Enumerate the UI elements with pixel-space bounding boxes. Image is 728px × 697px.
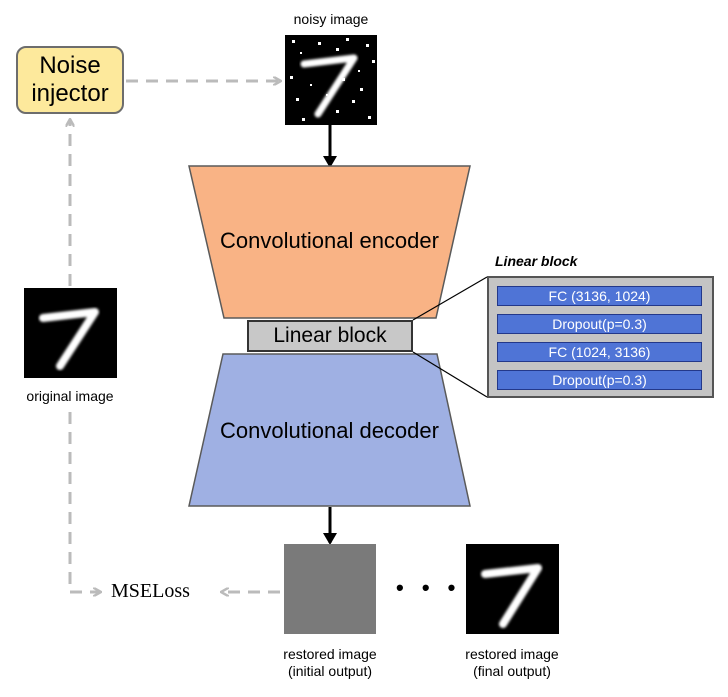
restored-initial-line1: restored image bbox=[283, 646, 377, 662]
restored-image-final bbox=[466, 544, 559, 634]
zoom-line-top bbox=[412, 276, 488, 321]
mseloss-label: MSELoss bbox=[111, 580, 190, 602]
layer-fc-2: FC (1024, 3136) bbox=[497, 342, 702, 362]
original-image-label: original image bbox=[26, 388, 114, 404]
layer-dropout-2: Dropout(p=0.3) bbox=[497, 370, 702, 390]
noisy-image-label: noisy image bbox=[293, 11, 369, 27]
ellipsis-dots: • • • bbox=[396, 575, 462, 600]
restored-final-label: restored image (final output) bbox=[448, 646, 576, 680]
noise-injector-label: Noise injector bbox=[31, 52, 109, 107]
restored-initial-label: restored image (initial output) bbox=[266, 646, 394, 680]
linear-block-detail-title: Linear block bbox=[495, 253, 578, 269]
restored-final-line1: restored image bbox=[465, 646, 559, 662]
noise-injector-box: Noise injector bbox=[16, 46, 124, 114]
zoom-line-bottom bbox=[412, 351, 488, 398]
encoder-label: Convolutional encoder bbox=[220, 228, 439, 253]
noisy-image bbox=[285, 35, 377, 125]
restored-initial-line2: (initial output) bbox=[287, 663, 373, 679]
arrow-original-to-mseloss bbox=[68, 412, 100, 592]
original-image bbox=[24, 288, 117, 378]
decoder-label: Convolutional decoder bbox=[220, 418, 439, 443]
restored-image-initial bbox=[284, 544, 376, 634]
linear-block-detail-panel: FC (3136, 1024) Dropout(p=0.3) FC (1024,… bbox=[487, 276, 714, 398]
linear-block-label: Linear block bbox=[273, 324, 387, 347]
linear-block: Linear block bbox=[247, 320, 413, 352]
decoder-shape bbox=[188, 353, 471, 507]
restored-final-line2: (final output) bbox=[473, 663, 551, 679]
layer-fc-1: FC (3136, 1024) bbox=[497, 286, 702, 306]
encoder-shape bbox=[188, 165, 471, 319]
layer-dropout-1: Dropout(p=0.3) bbox=[497, 314, 702, 334]
